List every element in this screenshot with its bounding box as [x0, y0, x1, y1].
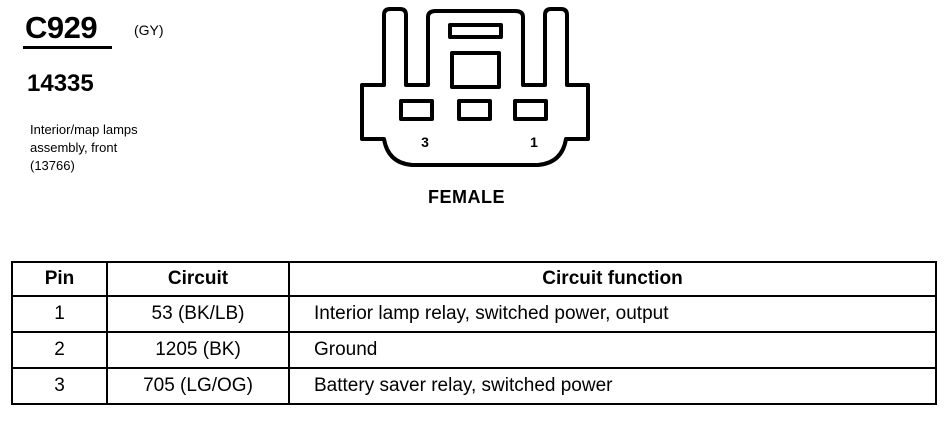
description-line: (13766) [30, 158, 75, 173]
function-cell: Battery saver relay, switched power [288, 367, 937, 405]
connector-id: C929 [25, 10, 98, 45]
pin-cell: 3 [11, 367, 108, 405]
column-header-circuit: Circuit [106, 261, 290, 297]
circuit-cell: 1205 (BK) [106, 331, 290, 369]
connector-description: Interior/map lamps assembly, front (1376… [30, 121, 138, 175]
pin-label-1: 1 [530, 134, 538, 150]
connector-id-underline [23, 46, 112, 49]
function-cell: Ground [288, 331, 937, 369]
pin-table: Pin Circuit Circuit function 1 53 (BK/LB… [11, 261, 937, 405]
pin-cell: 1 [11, 295, 108, 333]
table-row: 3 705 (LG/OG) Battery saver relay, switc… [11, 367, 937, 405]
table-row: 2 1205 (BK) Ground [11, 331, 937, 369]
part-number: 14335 [27, 70, 94, 97]
terminal-cavity-1 [513, 99, 548, 121]
table-header-row: Pin Circuit Circuit function [11, 261, 937, 297]
table-row: 1 53 (BK/LB) Interior lamp relay, switch… [11, 295, 937, 333]
circuit-cell: 53 (BK/LB) [106, 295, 290, 333]
description-line: assembly, front [30, 140, 118, 155]
terminal-cavity-2 [457, 99, 492, 121]
column-header-pin: Pin [11, 261, 108, 297]
connector-gender: FEMALE [428, 187, 505, 207]
connector-face-diagram: 3 1 [360, 7, 590, 167]
terminal-cavity-3 [399, 99, 434, 121]
function-cell: Interior lamp relay, switched power, out… [288, 295, 937, 333]
circuit-cell: 705 (LG/OG) [106, 367, 290, 405]
connector-latch-top [448, 23, 503, 39]
connector-body-outline [360, 7, 590, 167]
connector-color-code: (GY) [134, 22, 164, 38]
pin-label-3: 3 [421, 134, 429, 150]
column-header-function: Circuit function [288, 261, 937, 297]
pin-cell: 2 [11, 331, 108, 369]
description-line: Interior/map lamps [30, 122, 138, 137]
connector-latch-body [450, 51, 501, 89]
